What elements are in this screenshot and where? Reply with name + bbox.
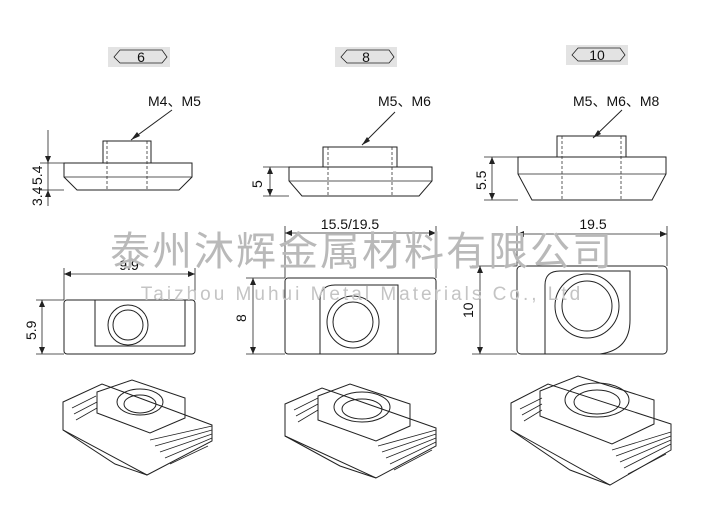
profile-badge-6: 6 — [108, 47, 170, 67]
side-height-label: 5 — [249, 180, 265, 188]
side-view-6: 5.4 3.4 — [29, 130, 193, 206]
top-view-10: 19.5 10 — [460, 216, 668, 355]
top-width-label: 19.5 — [579, 216, 606, 232]
thread-callout-10: M5、M6、M8 — [573, 93, 660, 109]
iso-view-10 — [510, 375, 672, 486]
watermark-en: Taizhou Muhui Metal Materials Co., Ltd — [141, 284, 583, 305]
top-width-label: 15.5/19.5 — [321, 216, 380, 232]
iso-view-8 — [284, 383, 437, 479]
profile-label: 8 — [362, 49, 370, 65]
side-subheight-label: 3.4 — [29, 186, 45, 206]
profile-badge-10: 10 — [566, 45, 628, 65]
profile-label: 10 — [589, 47, 605, 63]
top-width-label: 9.9 — [119, 257, 139, 273]
watermark-cn: 泰州沐辉金属材料有限公司 — [110, 229, 614, 275]
top-view-6: 9.9 5.9 — [23, 257, 196, 355]
profile-label: 6 — [137, 49, 145, 65]
top-depth-label: 8 — [233, 314, 249, 322]
thread-callout-8: M5、M6 — [378, 93, 431, 109]
side-view-10: 5.5 — [473, 135, 667, 201]
iso-view-6 — [62, 379, 213, 476]
side-height-label: 5.4 — [29, 165, 45, 185]
top-depth-label: 5.9 — [23, 320, 39, 340]
profile-badge-8: 8 — [335, 47, 397, 67]
top-view-8: 15.5/19.5 8 — [233, 216, 437, 355]
thread-callout-6: M4、M5 — [148, 93, 201, 109]
top-depth-label: 10 — [460, 302, 476, 318]
side-height-label: 5.5 — [473, 170, 489, 190]
side-view-8: 5 — [249, 146, 433, 197]
